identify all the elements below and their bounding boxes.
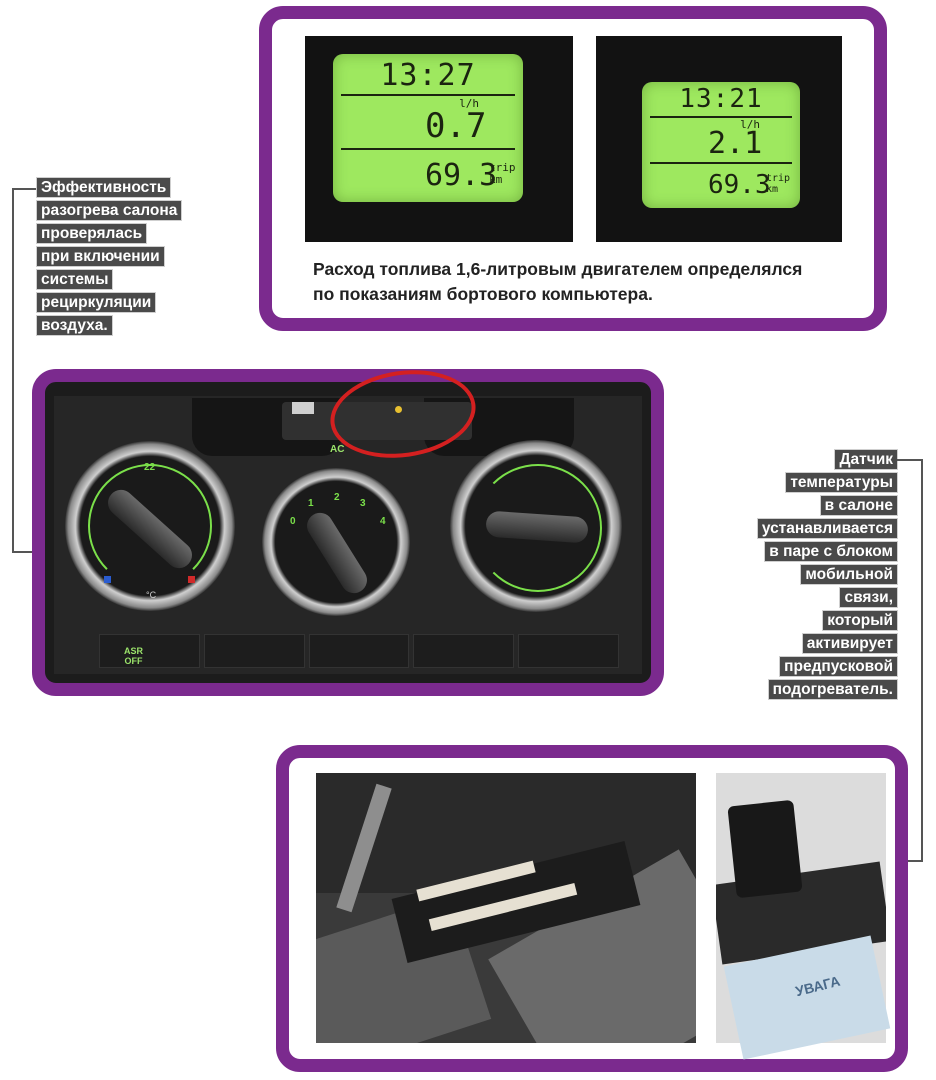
asr-off-button: [99, 634, 200, 668]
lcd-divider: [341, 148, 515, 150]
lcd-trip-unit: trip: [766, 173, 791, 184]
note-line: температуры: [785, 472, 898, 493]
note-line: разогрева салона: [36, 200, 183, 221]
lcd-time: 13:21: [679, 84, 763, 114]
note-line: Датчик: [834, 449, 898, 470]
connector-line: [12, 551, 34, 553]
distribution-scale-icon: [474, 464, 602, 592]
connector-line: [12, 188, 36, 190]
note-line: при включении: [36, 246, 165, 267]
sensor-note: Датчик температуры в салоне устанавливае…: [756, 449, 898, 702]
fan-step: 2: [334, 492, 340, 503]
cold-marker-icon: [104, 576, 111, 583]
fan-step: 1: [308, 498, 314, 509]
lcd-distance: 69.3: [425, 158, 498, 193]
lcd-distance-unit: km: [766, 184, 779, 195]
note-line: Эффективность: [36, 177, 172, 198]
recirculation-icon: [292, 402, 314, 414]
indicator-led-icon: [395, 406, 402, 413]
temperature-sensor-icon: [727, 799, 803, 899]
panel-button-blank: [413, 634, 515, 668]
asr-line-1: ASR: [124, 646, 144, 656]
connector-line: [897, 459, 923, 461]
asr-off-label: ASR OFF: [124, 646, 143, 666]
note-line: устанавливается: [756, 518, 898, 539]
lcd-time: 13:27: [380, 58, 476, 93]
lcd-distance-unit: km: [489, 173, 503, 186]
caption-line-1: Расход топлива 1,6-литровым двигателем о…: [313, 259, 803, 279]
note-line: рециркуляции: [36, 292, 157, 313]
module-photo: [316, 773, 696, 1043]
fan-scale: 0 1 2 3 4: [288, 492, 386, 527]
note-line: предпусковой: [779, 656, 898, 677]
temp-unit-label: °C: [146, 590, 157, 600]
note-line: системы: [36, 269, 114, 290]
connector-line: [12, 188, 14, 553]
lcd-divider: [650, 162, 792, 164]
panel-button-blank: [308, 634, 410, 668]
lcd-screen-1: 13:27 l/h 0.7 69.3 trip km: [333, 54, 523, 202]
panel-button-blank: [203, 634, 305, 668]
lcd-trip-unit: trip: [489, 161, 516, 174]
lcd-photo-1: 13:27 l/h 0.7 69.3 trip km: [305, 36, 573, 242]
note-line: в салоне: [819, 495, 898, 516]
lcd-distance: 69.3: [708, 170, 771, 200]
lcd-screen-2: 13:21 l/h 2.1 69.3 trip km: [642, 82, 800, 208]
temp-max-label: 22: [144, 462, 156, 473]
lcd-photo-2: 13:21 l/h 2.1 69.3 trip km: [596, 36, 842, 242]
asr-line-2: OFF: [124, 656, 143, 666]
lcd-consumption: 0.7: [425, 106, 487, 146]
note-line: который: [822, 610, 898, 631]
hot-marker-icon: [188, 576, 195, 583]
lcd-unit: l/h: [459, 97, 479, 110]
lcd-unit: l/h: [740, 118, 760, 131]
note-line: активирует: [801, 633, 898, 654]
fan-step: 3: [360, 498, 366, 509]
note-line: мобильной: [800, 564, 898, 585]
note-line: воздуха.: [36, 315, 113, 336]
panel-button-blank: [518, 634, 619, 668]
note-line: подогреватель.: [767, 679, 898, 700]
caption-line-2: по показаниям бортового компьютера.: [313, 284, 653, 304]
note-line: в паре с блоком: [764, 541, 898, 562]
display-caption: Расход топлива 1,6-литровым двигателем о…: [313, 257, 853, 307]
ac-label: AC: [330, 444, 345, 455]
lcd-divider: [650, 116, 792, 118]
note-line: проверялась: [36, 223, 148, 244]
note-line: связи,: [839, 587, 898, 608]
lcd-consumption: 2.1: [708, 126, 763, 161]
fan-step: 4: [380, 516, 386, 527]
connector-line: [921, 459, 923, 862]
panel-button-row: [99, 634, 619, 668]
temperature-scale-icon: [88, 464, 212, 588]
recirculation-note: Эффективность разогрева салона проверяла…: [36, 177, 183, 338]
fan-step: 0: [290, 516, 296, 527]
lcd-divider: [341, 94, 515, 96]
